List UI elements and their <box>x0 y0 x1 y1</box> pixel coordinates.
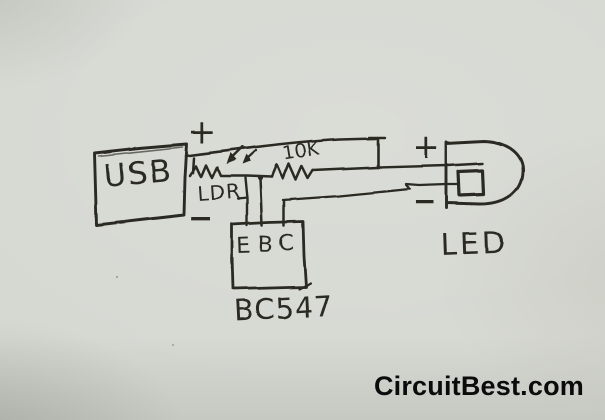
led-body-outline <box>444 139 525 210</box>
resistor-zigzag-symbol <box>270 162 315 182</box>
transistor-pin-e-label: E <box>236 234 251 259</box>
transistor-pin-b-label: B <box>258 232 274 258</box>
transistor-component: E B C BC547 <box>230 176 335 328</box>
transistor-box-corner-tick <box>297 281 313 291</box>
usb-box-overdraw <box>97 146 184 157</box>
emitter-wire-tick <box>236 196 249 201</box>
usb-component: USB + − <box>92 112 216 236</box>
paper-speck <box>115 275 119 279</box>
usb-label: USB <box>102 152 175 194</box>
transistor-box <box>230 219 308 291</box>
usb-plus-sign: + <box>188 112 216 151</box>
led-plus-sign: + <box>412 127 440 166</box>
emitter-wire <box>243 176 249 227</box>
led-label: LED <box>440 226 509 263</box>
light-arrows-icon <box>226 145 258 164</box>
base-wire <box>258 177 264 227</box>
resistor-label: 10K <box>281 137 321 165</box>
transistor-part-label: BC547 <box>233 289 335 328</box>
transistor-pin-c-label: C <box>278 230 295 256</box>
led-component: + − LED <box>412 127 525 263</box>
watermark-text: CircuitBest.com <box>373 371 584 401</box>
usb-box <box>92 142 189 227</box>
led-minus-sign: − <box>413 185 436 218</box>
top-wire <box>184 136 378 158</box>
ldr-label: LDR <box>197 179 242 206</box>
ldr-zigzag-symbol <box>188 163 274 180</box>
led-anode-wire <box>311 161 485 172</box>
led-chip-square <box>456 168 486 197</box>
paper-speck <box>172 344 174 346</box>
positive-rail-wire <box>184 135 387 169</box>
ldr-component: LDR <box>188 145 274 206</box>
usb-minus-sign: − <box>188 201 213 236</box>
led-cathode-wire <box>281 182 459 202</box>
